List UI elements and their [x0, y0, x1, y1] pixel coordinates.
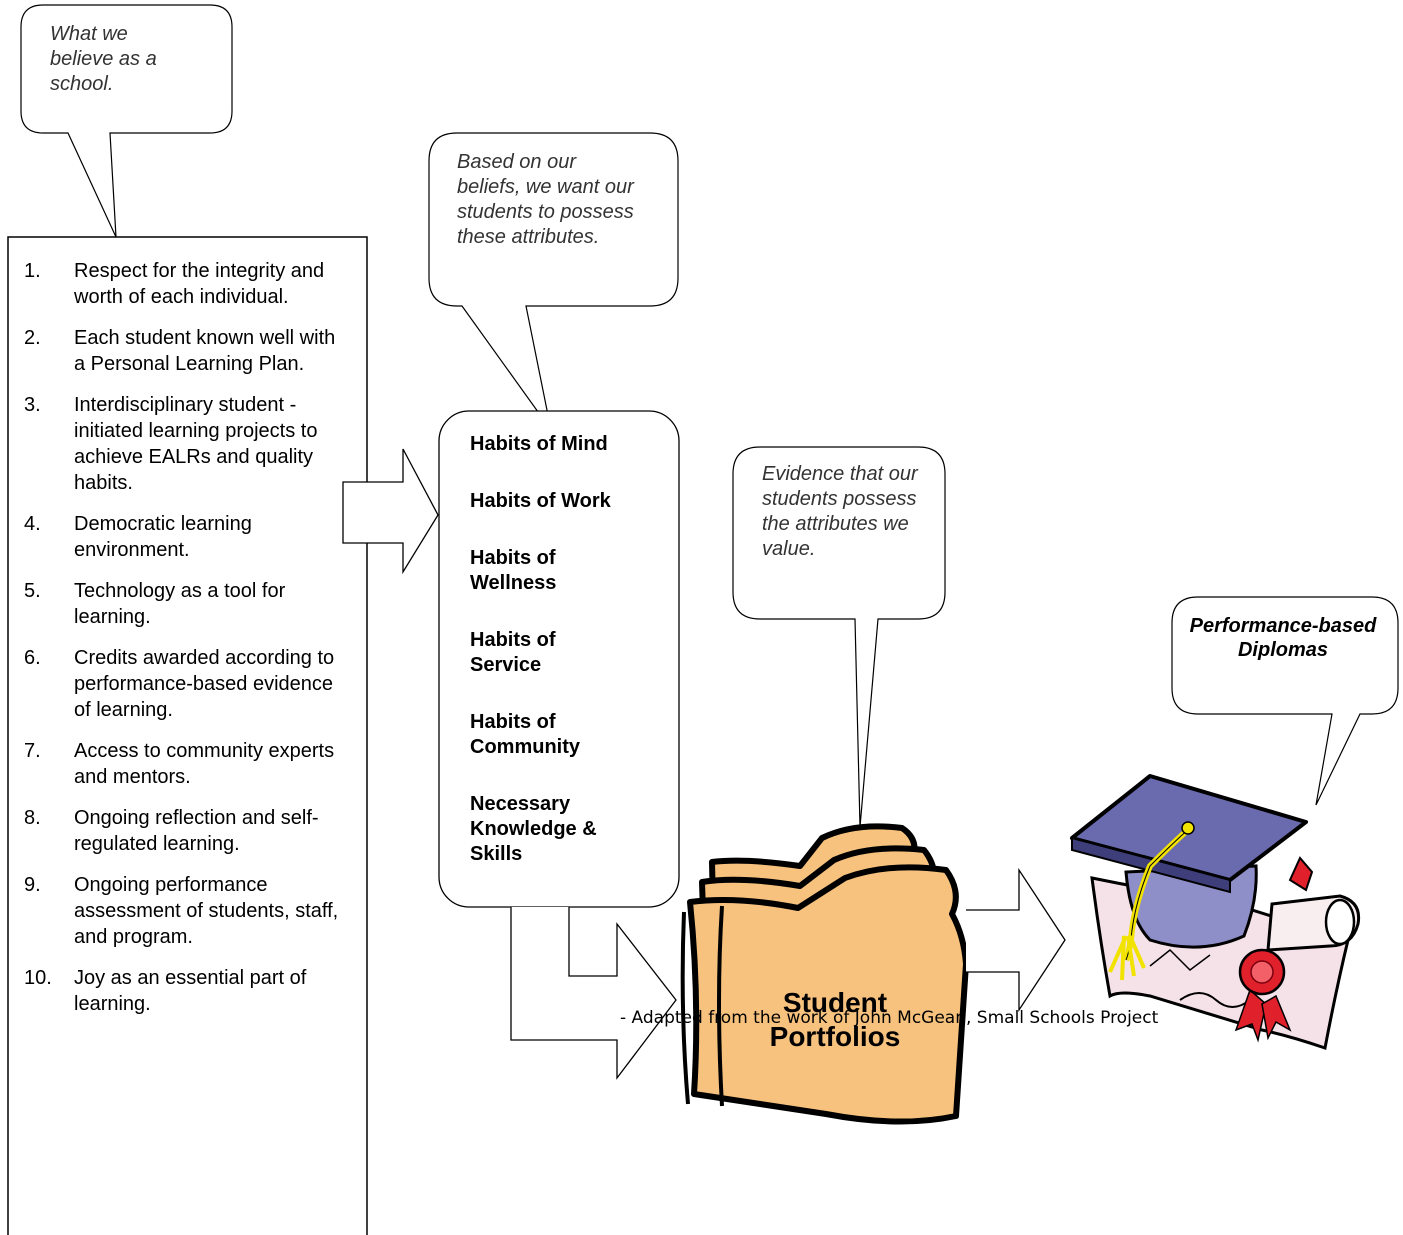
belief-item: 9. Ongoing performance assessment of stud…: [24, 872, 344, 950]
habit-item: Habits of Wellness: [470, 547, 557, 594]
belief-number: 2.: [24, 327, 41, 349]
habit-item: Habits of Community: [470, 711, 580, 758]
belief-item: 5. Technology as a tool for learning.: [24, 578, 344, 630]
belief-text: Joy as an essential part of learning.: [74, 967, 307, 1015]
belief-text: Democratic learning environment.: [74, 513, 252, 561]
belief-number: 9.: [24, 874, 41, 896]
habit-item: Habits of Service: [470, 629, 556, 676]
belief-text: Access to community experts and mentors.: [74, 740, 335, 788]
callout-evidence-bubble: [732, 446, 946, 828]
arrow-habits-to-portfolio: [510, 907, 677, 1080]
belief-number: 1.: [24, 260, 41, 282]
arrow-portfolio-to-diploma: [966, 867, 1066, 1013]
belief-item: 1. Respect for the integrity and worth of…: [24, 258, 344, 310]
habit-item: Necessary Knowledge & Skills: [470, 793, 597, 865]
arrow-beliefs-to-habits: [342, 448, 439, 575]
callout-attributes-text: Based on our beliefs, we want our studen…: [457, 151, 634, 248]
graduation-cap-diploma-icon: [1070, 774, 1361, 1050]
belief-number: 4.: [24, 513, 41, 535]
beliefs-box: [7, 236, 368, 1235]
belief-item: 10. Joy as an essential part of learning.: [24, 965, 344, 1017]
belief-text: Interdisciplinary student -initiated lea…: [74, 394, 318, 494]
belief-text: Each student known well with a Personal …: [74, 327, 336, 375]
belief-text: Ongoing performance assessment of studen…: [74, 874, 339, 948]
callout-evidence-text: Evidence that our students possess the a…: [762, 463, 918, 560]
portfolio-folder-icon: [680, 823, 969, 1125]
portfolio-label: Student Portfolios: [769, 987, 901, 1052]
belief-item: 7. Access to community experts and mentor…: [24, 738, 344, 790]
habits-list: Habits of Mind Habits of Work Habits of …: [470, 432, 670, 899]
belief-text: Ongoing reflection and self-regulated le…: [74, 807, 319, 855]
belief-number: 7.: [24, 740, 41, 762]
belief-text: Respect for the integrity and worth of e…: [74, 260, 325, 308]
callout-diplomas-bubble: [1171, 596, 1399, 806]
belief-item: 4. Democratic learning environment.: [24, 511, 344, 563]
belief-item: 6. Credits awarded according to performan…: [24, 645, 344, 723]
belief-number: 3.: [24, 394, 41, 416]
belief-item: 8. Ongoing reflection and self-regulated …: [24, 805, 344, 857]
belief-number: 5.: [24, 580, 41, 602]
attribution-credit: - Adapted from the work of John McGean, …: [620, 1008, 1159, 1028]
habit-item: Habits of Mind: [470, 433, 608, 455]
callout-diplomas-text: Performance-based Diplomas: [1189, 615, 1377, 661]
belief-item: 2. Each student known well with a Persona…: [24, 325, 344, 377]
belief-item: 3. Interdisciplinary student -initiated l…: [24, 392, 344, 496]
callout-beliefs-bubble: [20, 4, 233, 238]
belief-number: 6.: [24, 647, 41, 669]
beliefs-list: 1. Respect for the integrity and worth of…: [24, 258, 344, 1032]
belief-text: Technology as a tool for learning.: [74, 580, 286, 628]
habit-item: Habits of Work: [470, 490, 611, 512]
belief-number: 10.: [24, 967, 52, 989]
callout-attributes-bubble: [428, 132, 679, 431]
belief-number: 8.: [24, 807, 41, 829]
callout-beliefs-text: What we believe as a school.: [50, 23, 157, 95]
belief-text: Credits awarded according to performance…: [74, 647, 335, 721]
